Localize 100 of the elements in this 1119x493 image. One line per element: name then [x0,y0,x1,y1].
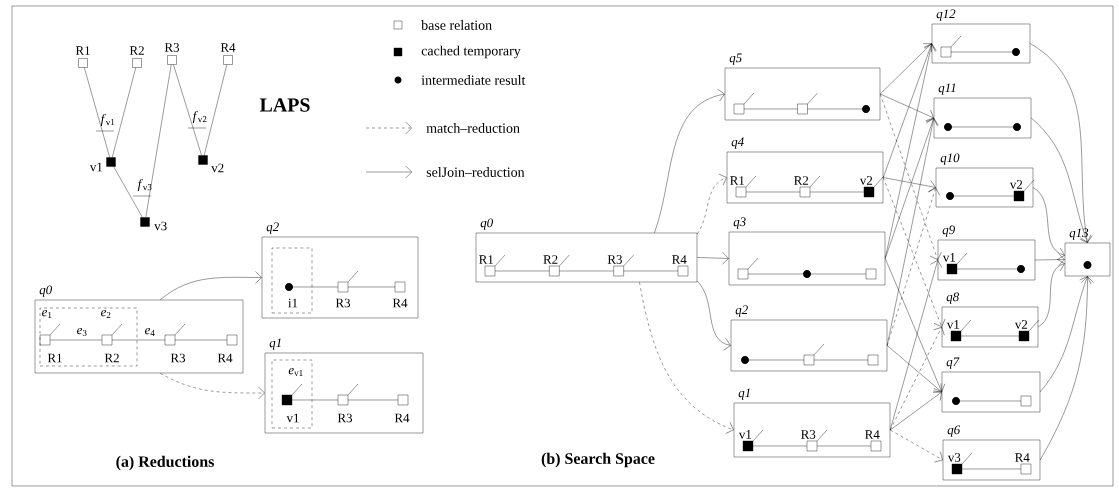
query-label: q2 [735,305,748,317]
relation-label: v2 [859,176,873,185]
arrow [883,177,946,327]
arrow [1040,276,1094,461]
angle-label: f$_{v3}$ [132,179,152,197]
relation-label: v2 [1009,180,1023,189]
query-label: q1 [269,338,281,350]
arrow [1040,276,1092,393]
connecting-line [204,64,228,156]
panel-caption: (a) Reductions [116,455,214,471]
arrow [697,173,727,235]
relation-label: v1 [286,413,299,423]
relation-label: e$_{2}$ [101,310,111,318]
relation-label: v2 [1014,320,1028,329]
relation-label: v2 [211,163,224,173]
arrow [885,258,946,392]
query-label: q6 [947,425,961,437]
query-label: q0 [39,285,52,297]
relation-label: R4 [1015,453,1030,462]
query-label: q1 [738,388,750,400]
relation-label: e$_{v1}$ [288,367,303,377]
arrow [160,373,265,400]
arrow [887,345,942,393]
query-label: q11 [938,83,956,95]
query-label: q8 [946,292,959,304]
relation-label: v3 [947,453,961,462]
relation-label: R4 [672,255,687,264]
arrow [697,252,729,265]
legend-text: selJoin–reduction [426,167,525,177]
relation-label: v3 [154,221,167,231]
relation-label: R2 [543,255,558,264]
relation-label: v1 [89,162,103,172]
relation-label: v1 [942,253,956,262]
angle-label: f$_{v2}$ [187,111,207,129]
relation-label: R3 [607,255,622,264]
relation-label: v1 [946,320,960,329]
connecting-line [173,64,202,156]
arrow [1033,187,1065,260]
query-label: q5 [729,53,742,65]
angle-label: f$_{v1}$ [95,114,115,132]
connecting-line [145,64,172,218]
relation-label: R3 [801,430,816,439]
relation-label: i1 [288,298,298,308]
arrow [1031,117,1092,243]
relation-label: R4 [865,430,880,439]
relation-label: R2 [104,353,119,363]
arrow [887,187,940,346]
query-label: q10 [940,153,960,165]
relation-label: R4 [392,298,408,308]
relation-label: R3 [164,43,180,52]
relation-label: R4 [394,413,410,423]
relation-label: R2 [794,176,809,185]
arrow [1038,259,1065,328]
query-label: q4 [731,137,744,149]
relation-label: v1 [738,430,752,439]
relation-label: R1 [730,176,745,185]
arrow [885,118,938,259]
legend-text: match–reduction [426,123,520,133]
arrow [160,271,262,300]
arrow [697,280,731,351]
connecting-line [84,67,110,158]
legend-text: cached temporary [421,45,521,59]
query-label: q13 [1069,228,1089,240]
arrow [890,260,943,431]
relation-label: R1 [47,353,62,363]
arrow [890,327,945,431]
query-label: q0 [480,218,493,230]
arrow [885,43,937,259]
arrow [1035,253,1065,266]
tree-title: LAPS [259,98,310,112]
query-label: q7 [946,357,960,369]
connecting-line [113,166,143,218]
arrow [880,43,932,95]
relation-label: R1 [479,255,494,264]
relation-label: R3 [337,413,353,423]
query-label: q3 [733,217,746,229]
query-label: q9 [942,225,955,237]
arrow [890,429,943,463]
query-label: q12 [936,9,956,21]
relation-label: e$_{3}$ [77,327,87,337]
legend-text: base relation [421,20,492,30]
connecting-line [112,67,136,158]
relation-label: R4 [217,353,233,363]
relation-label: R1 [75,46,90,55]
arrow [880,93,942,260]
arrow [880,93,934,122]
relation-label: R4 [220,43,236,52]
relation-label: e$_{4}$ [145,328,155,336]
arrow [890,390,942,431]
relation-label: R2 [129,46,144,55]
query-label: q2 [266,222,279,234]
legend-text: intermediate result [421,75,526,85]
arrow [883,177,936,193]
relation-label: e$_{1}$ [42,310,52,318]
relation-label: R3 [335,298,351,308]
arrow [1030,43,1093,243]
arrow [883,43,936,178]
arrow [654,89,725,233]
relation-label: R3 [170,353,186,363]
panel-caption: (b) Search Space [541,452,655,468]
